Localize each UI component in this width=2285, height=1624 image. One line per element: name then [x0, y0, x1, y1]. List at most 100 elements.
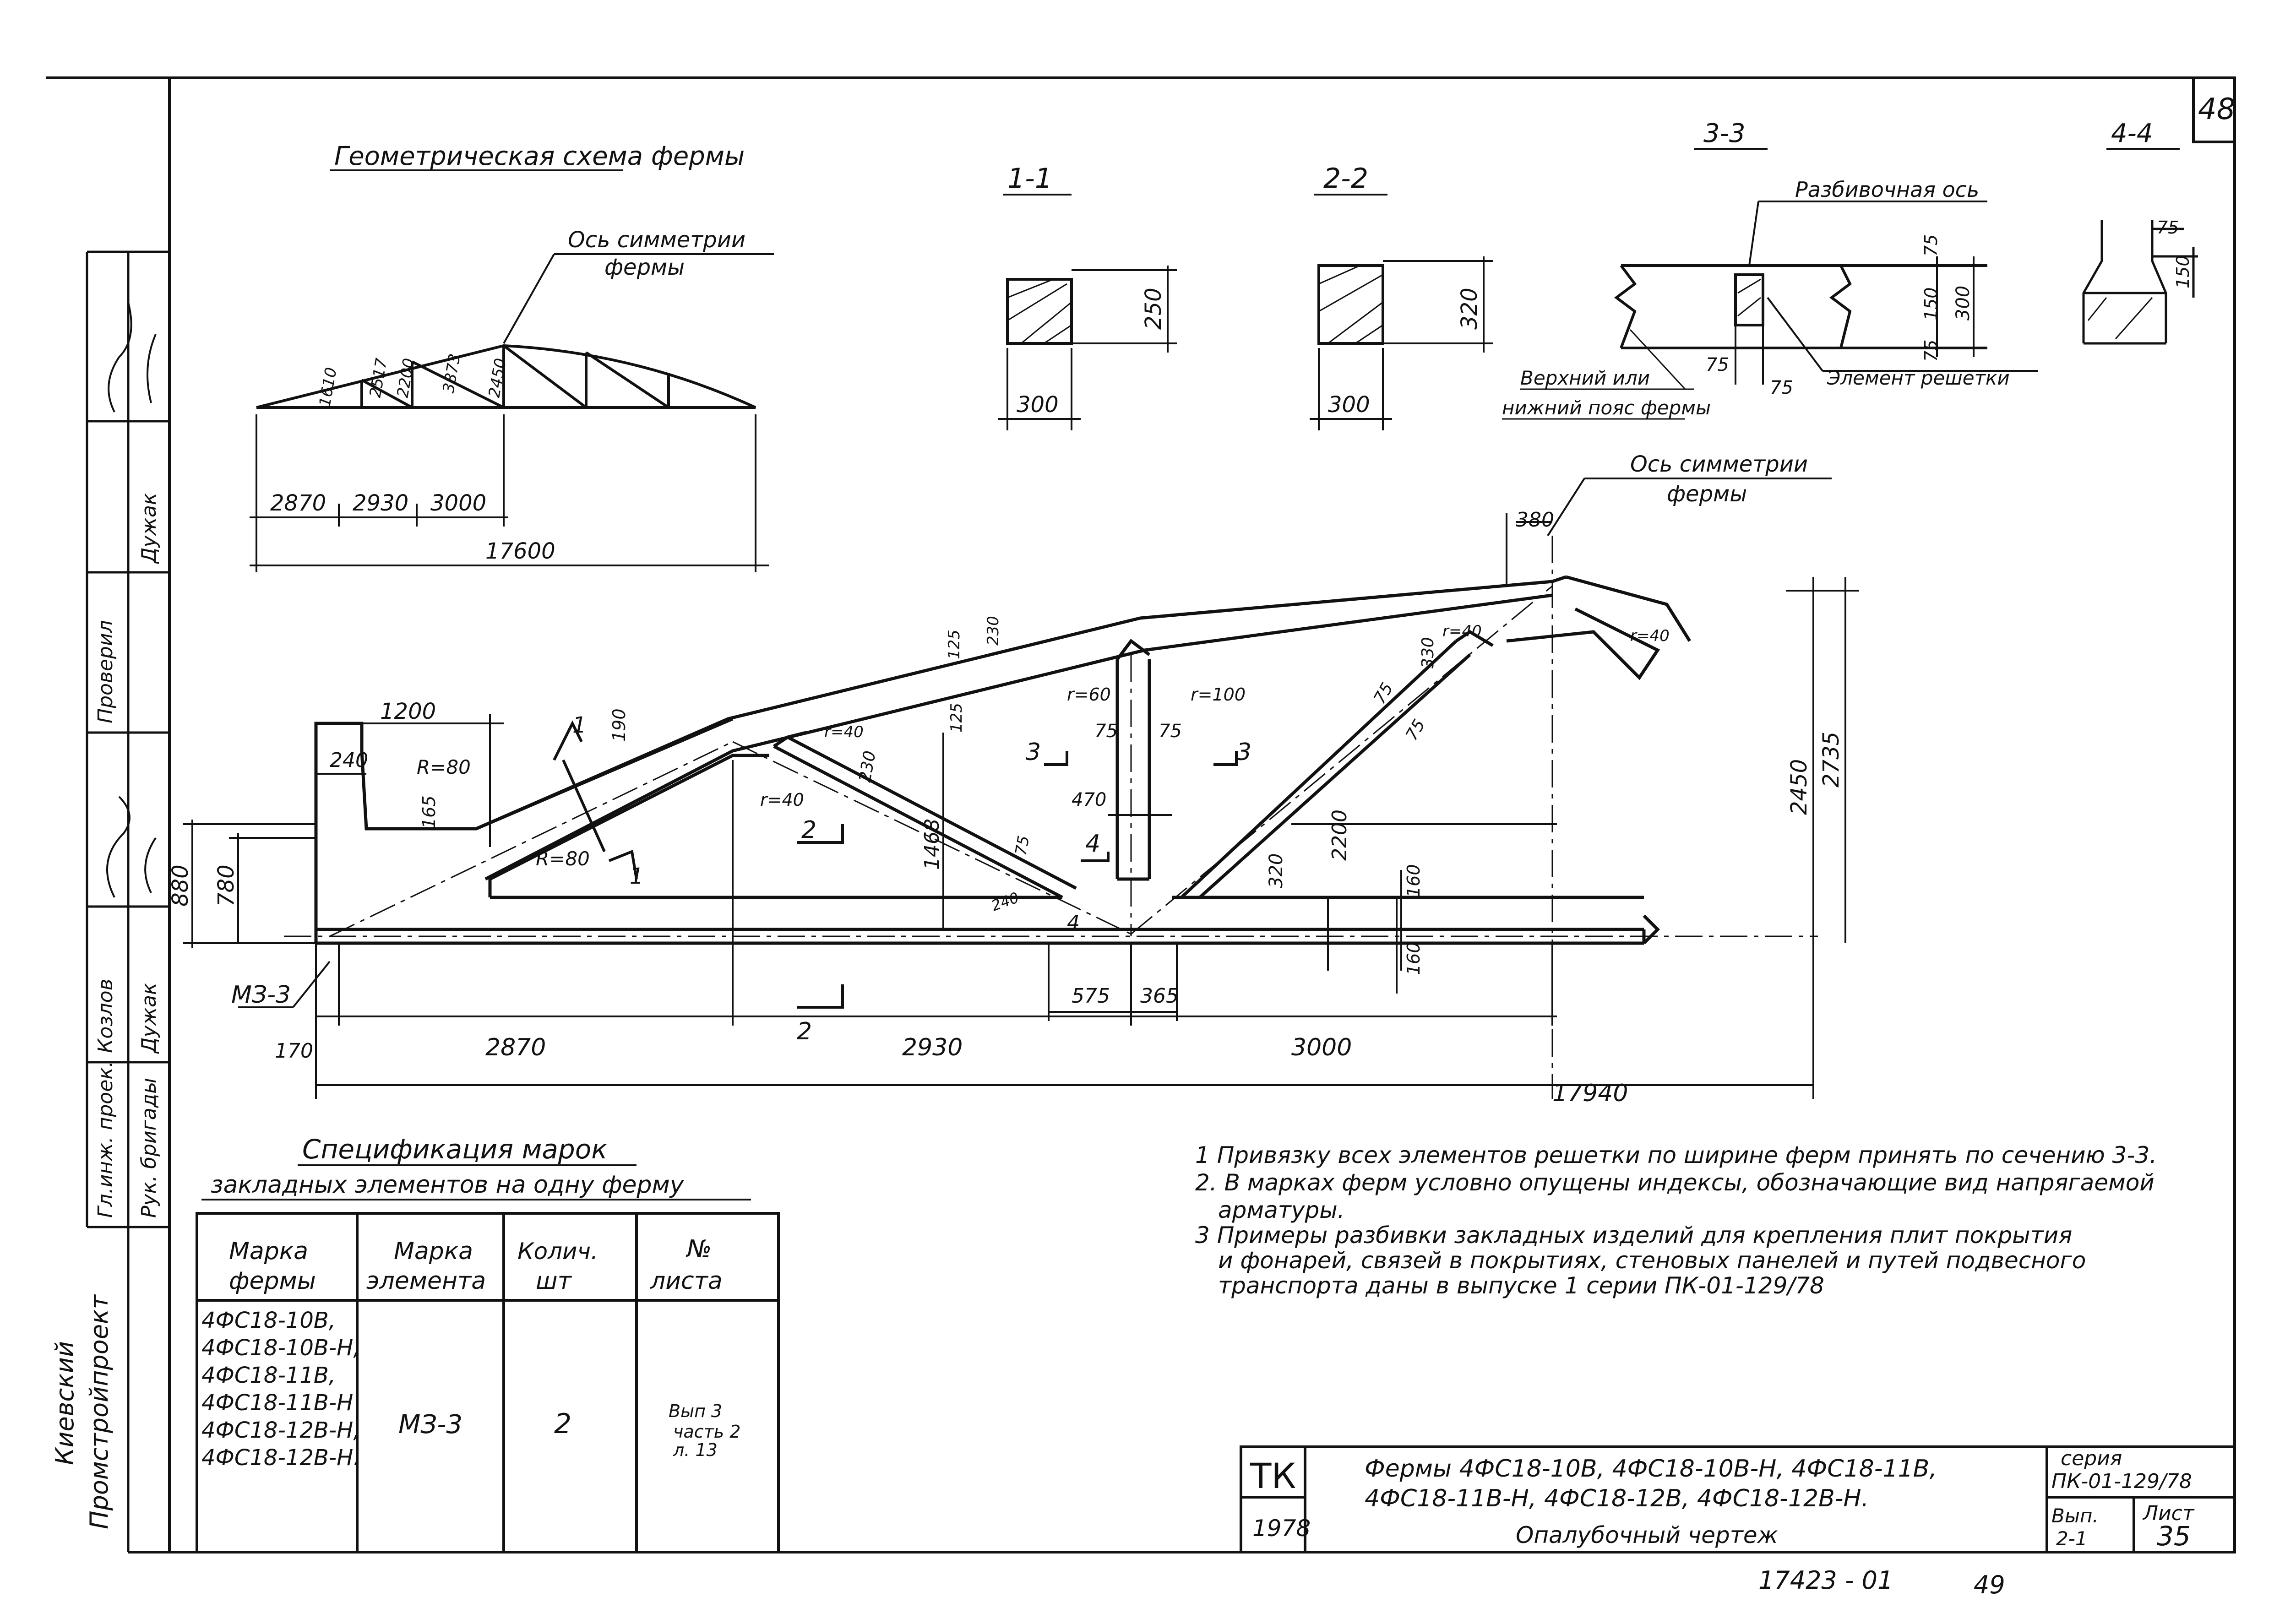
cut-3b: 3: [1236, 739, 1251, 766]
dim-2930: 2930: [902, 1034, 963, 1061]
spec-h3b: шт: [536, 1267, 572, 1295]
stamp-row-2: Рук. бригады: [137, 1078, 161, 1218]
title-line-2: 4ФС18-11В-Н, 4ФС18-12В, 4ФС18-12В-Н.: [1365, 1485, 1869, 1512]
signature: [106, 302, 157, 898]
dim-r100: r=100: [1191, 684, 1246, 705]
section-4-4: 4-4 75 150: [2082, 119, 2198, 345]
dim-780: 780: [213, 864, 239, 907]
title-year: 1978: [1252, 1515, 1311, 1542]
cut-4: 4: [1085, 830, 1100, 858]
cut-2: 2: [801, 816, 816, 844]
title-line-1: Фермы 4ФС18-10В, 4ФС18-10В-Н, 4ФС18-11В,: [1365, 1455, 1937, 1483]
spec-table: Спецификация марок закладных элементов н…: [196, 1134, 780, 1553]
dim-r80b: R=80: [536, 847, 590, 870]
dim-160b: 160: [1404, 942, 1424, 975]
spec-h4b: листа: [650, 1267, 723, 1295]
spec-sheet-ref-3: л. 13: [673, 1440, 718, 1460]
dim-320: 320: [1266, 853, 1287, 888]
section-4-4-d150: 150: [2173, 255, 2193, 288]
geom-axis-label-1: Ось симметрии: [568, 227, 745, 253]
cut-1: 1: [572, 712, 587, 738]
dim-240b: 240: [989, 889, 1021, 915]
bottom-code: 17423 - 01: [1758, 1566, 1893, 1595]
note-5: и фонарей, связей в покрытиях, стеновых …: [1218, 1247, 2086, 1274]
section-3-3-d75b: 75: [1770, 377, 1793, 398]
spec-sheet-ref-1: Вып 3: [669, 1401, 722, 1421]
dim-880: 880: [168, 864, 193, 907]
section-3-3-upper: Верхний или: [1520, 367, 1650, 389]
geom-member-4: 3873: [439, 352, 464, 394]
page-number: 48: [2198, 92, 2235, 126]
cut-4b: 4: [1067, 911, 1080, 934]
section-3-3-d75d: 75: [1921, 340, 1941, 362]
dim-1468: 1468: [920, 819, 944, 870]
section-3-3: 3-3 Разбивочная ось Верхний или нижний п…: [1502, 119, 2038, 420]
dim-170: 170: [275, 1039, 313, 1063]
main-axis-label-2: фермы: [1667, 481, 1747, 507]
dim-230b: 230: [984, 616, 1002, 646]
dim-2870: 2870: [485, 1034, 546, 1061]
title-block: ТК 1978 Фермы 4ФС18-10В, 4ФС18-10В-Н, 4Ф…: [1240, 1445, 2236, 1553]
section-3-3-axis: Разбивочная ось: [1795, 177, 1979, 202]
cut-1b: 1: [630, 864, 644, 889]
geom-span-3: 3000: [430, 490, 486, 516]
dim-330: 330: [1419, 637, 1437, 668]
spec-count: 2: [554, 1408, 571, 1440]
issue-value: 2-1: [2056, 1527, 2088, 1550]
geom-span-1: 2870: [270, 490, 326, 516]
notes: 1 Привязку всех элементов решетки по шир…: [1195, 1142, 2157, 1299]
spec-sheet-ref-2: часть 2: [673, 1422, 740, 1442]
section-1-1-title: 1-1: [1007, 163, 1052, 195]
dim-r60: r=60: [1067, 684, 1111, 705]
spec-h1b: фермы: [229, 1267, 316, 1295]
spec-truss-mark-5: 4ФС18-12В-Н,: [201, 1418, 360, 1443]
stamp-row-4: Дужак: [137, 983, 161, 1054]
section-3-3-d75a: 75: [1706, 354, 1729, 375]
dim-575: 575: [1072, 984, 1110, 1008]
dim-240: 240: [330, 749, 368, 772]
dim-r40b: r=40: [824, 723, 864, 741]
geom-span-2: 2930: [353, 490, 408, 516]
geom-member-1: 1610: [316, 366, 340, 408]
spec-truss-mark-3: 4ФС18-11В,: [201, 1363, 336, 1388]
section-1-1-width: 300: [1017, 392, 1059, 418]
cut-2b: 2: [797, 1018, 812, 1045]
stamp-row-3: Козлов: [94, 978, 117, 1053]
spec-h2a: Марка: [394, 1238, 473, 1265]
org-name-2: Промстройпроект: [85, 1294, 114, 1529]
main-truss: Ось симметрии фермы: [168, 451, 1859, 1107]
series-code: ПК-01-129/78: [2051, 1470, 2192, 1493]
dim-190: 190: [609, 708, 629, 742]
stamp-row-5: Проверил: [94, 620, 117, 723]
note-3: арматуры.: [1218, 1197, 1345, 1223]
dim-17940: 17940: [1552, 1080, 1628, 1107]
section-3-3-d75c: 75: [1921, 234, 1941, 256]
issue-label: Вып.: [2051, 1505, 2099, 1527]
geom-member-5: 2450: [485, 357, 510, 399]
side-stamp: Гл.инж. проек. Рук. бригады Козлов Дужак…: [50, 250, 169, 1552]
section-3-3-lower: нижний пояс фермы: [1502, 396, 1711, 419]
dim-r40a: r=40: [760, 790, 804, 810]
dim-r40c: r=40: [1442, 622, 1482, 641]
section-3-3-element: Элемент решетки: [1827, 367, 2010, 389]
geometric-scheme: Геометрическая схема фермы Ось симметрии…: [250, 141, 774, 572]
sheet-label: Лист: [2142, 1502, 2195, 1525]
geom-axis-label-2: фермы: [604, 255, 685, 280]
embed-mark: МЗ-3: [231, 981, 291, 1009]
title-org-code: ТК: [1250, 1456, 1296, 1496]
section-4-4-title: 4-4: [2111, 119, 2153, 148]
spec-h4a: №: [686, 1235, 712, 1263]
section-2-2-height: 320: [1457, 288, 1482, 330]
dim-125b: 125: [945, 630, 963, 659]
section-2-2-title: 2-2: [1323, 163, 1368, 195]
title-line-3: Опалубочный чертеж: [1516, 1522, 1778, 1548]
dim-365: 365: [1140, 984, 1179, 1008]
dim-160a: 160: [1404, 864, 1424, 897]
dim-2450: 2450: [1786, 759, 1812, 815]
note-4: 3 Примеры разбивки закладных изделий для…: [1195, 1222, 2072, 1249]
dim-380: 380: [1516, 508, 1554, 532]
spec-truss-mark-1: 4ФС18-10В,: [201, 1308, 336, 1333]
stamp-row-1: Гл.инж. проек.: [94, 1061, 117, 1218]
geom-member-3: 2200: [393, 357, 418, 399]
